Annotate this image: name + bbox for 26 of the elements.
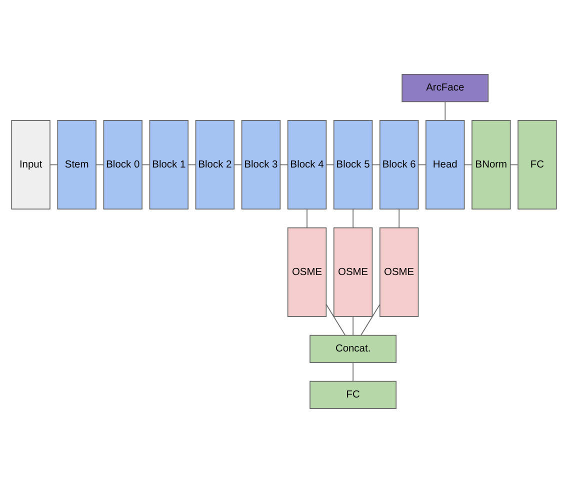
connector <box>306 208 308 228</box>
node-box: Stem <box>57 120 96 210</box>
node-box: Block 2 <box>195 120 235 210</box>
node-box: Block 3 <box>241 120 281 210</box>
connector <box>352 362 354 382</box>
node-box: OSME <box>333 227 373 317</box>
connector <box>326 304 346 336</box>
node-box: Concat. <box>310 334 397 363</box>
node-box: Block 0 <box>103 120 142 210</box>
connector <box>352 316 354 336</box>
node-box: BNorm <box>472 120 511 210</box>
connector <box>352 208 354 228</box>
node-box: OSME <box>379 227 419 317</box>
node-box: Block 6 <box>379 120 419 210</box>
node-box: FC <box>518 120 557 210</box>
node-box: FC <box>310 380 397 410</box>
node-box: Block 4 <box>287 120 327 210</box>
connector <box>444 102 446 121</box>
node-box: Input <box>11 120 50 210</box>
node-box: OSME <box>287 227 327 317</box>
node-box: Head <box>426 120 465 210</box>
connector <box>398 208 400 228</box>
node-box: Block 1 <box>149 120 189 210</box>
connector <box>360 304 380 336</box>
node-box: ArcFace <box>402 74 489 102</box>
node-box: Block 5 <box>333 120 373 210</box>
